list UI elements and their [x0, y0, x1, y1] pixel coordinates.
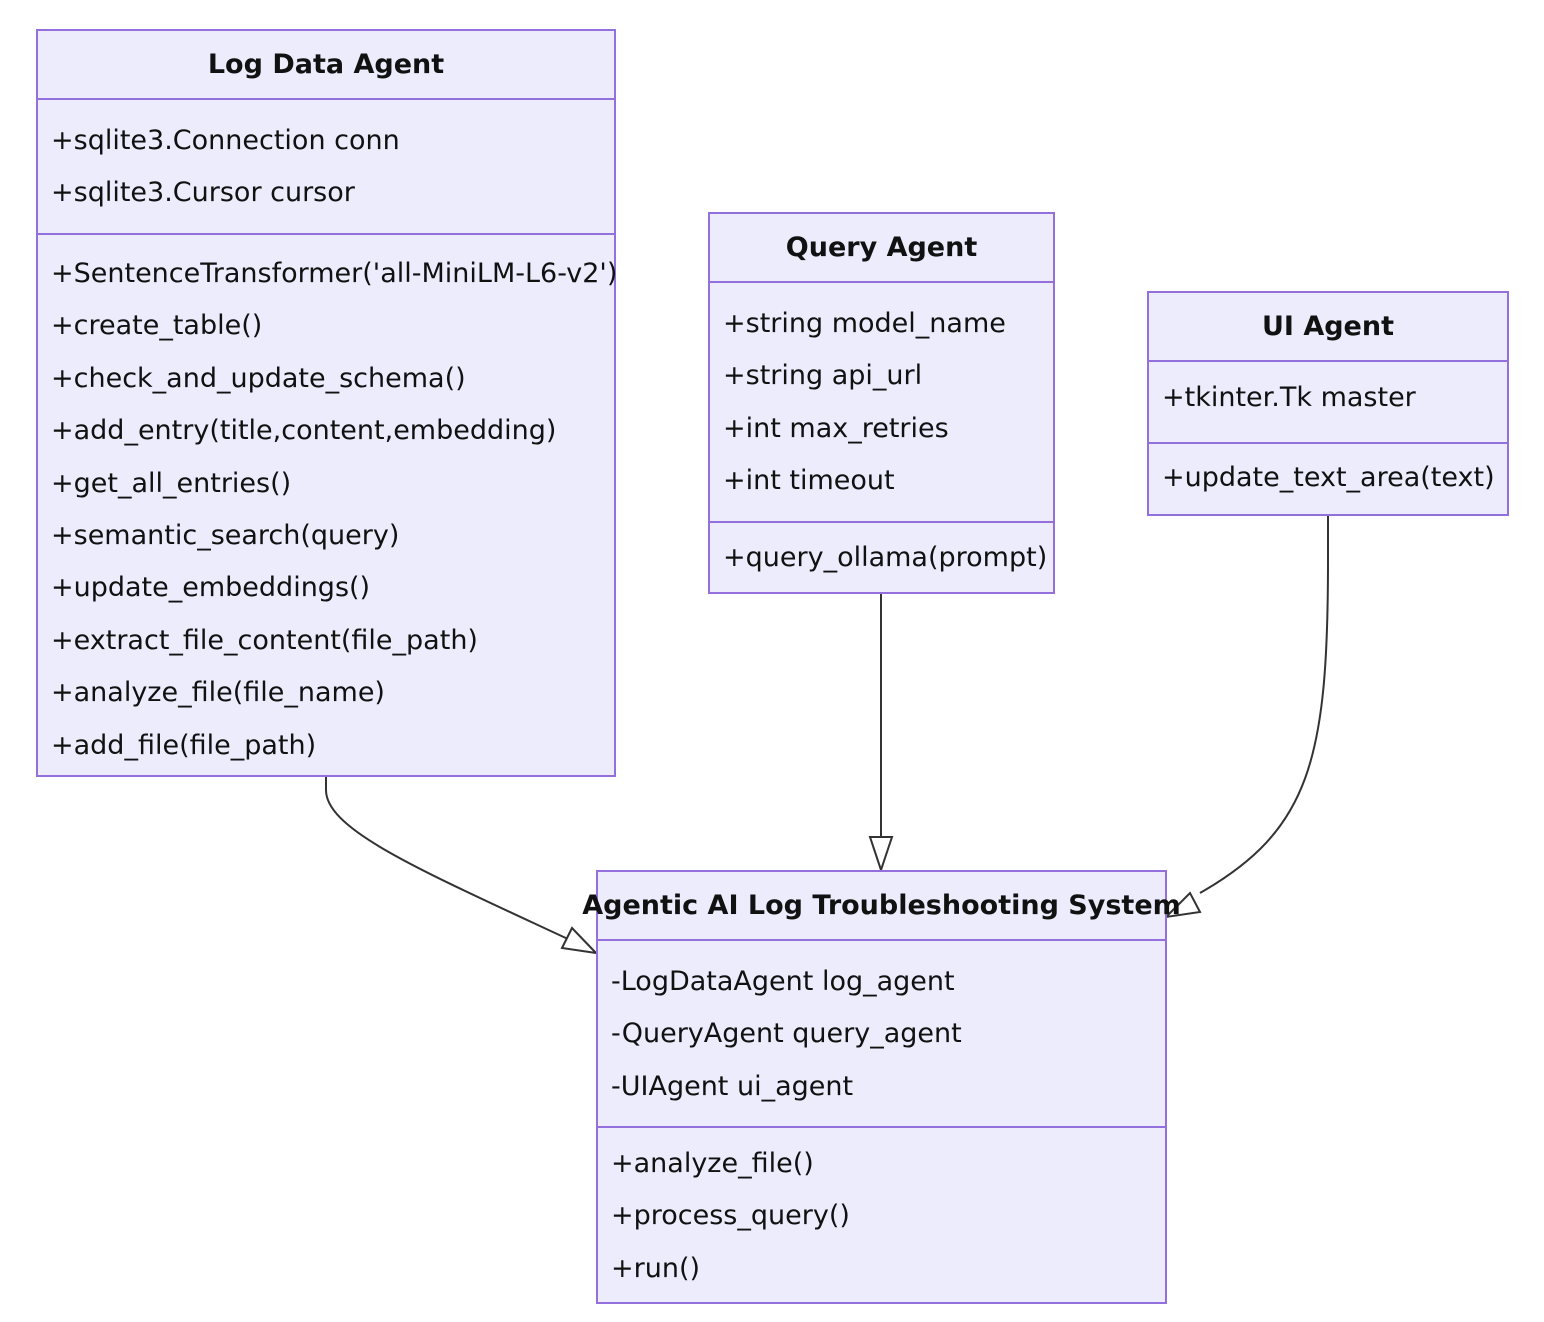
method: +analyze_file()	[611, 1148, 814, 1179]
class-agentic-ai-log-troubleshooting-system[interactable]: Agentic AI Log Troubleshooting System -L…	[582, 870, 1181, 1304]
class-query-agent[interactable]: Query Agent +string model_name +string a…	[708, 212, 1055, 594]
method: +SentenceTransformer('all-MiniLM-L6-v2')	[51, 258, 618, 289]
class-ui-agent[interactable]: UI Agent +tkinter.Tk master +update_text…	[1147, 291, 1509, 516]
method: +add_entry(title,content,embedding)	[51, 415, 557, 447]
method: +extract_file_content(file_path)	[51, 624, 478, 656]
attribute: +int max_retries	[723, 412, 949, 444]
attributes-section: -LogDataAgent log_agent -QueryAgent quer…	[598, 941, 1165, 1128]
inheritance-arrowhead-log-data-agent	[560, 926, 599, 955]
methods-section: +query_ollama(prompt)	[710, 523, 1053, 584]
methods-section: +analyze_file() +process_query() +run()	[598, 1128, 1165, 1295]
attribute: +sqlite3.Connection conn	[51, 125, 400, 156]
method: +semantic_search(query)	[51, 519, 400, 551]
attribute: +string api_url	[723, 360, 923, 392]
method: +update_text_area(text)	[1162, 462, 1495, 493]
method: +process_query()	[611, 1200, 850, 1232]
inheritance-arrowhead-ui-agent	[1163, 891, 1202, 919]
attribute: -UIAgent ui_agent	[611, 1070, 854, 1102]
edge-ui-agent-to-system	[1199, 516, 1329, 894]
inheritance-arrowhead-query-agent	[868, 836, 894, 874]
attributes-section: +sqlite3.Connection conn +sqlite3.Cursor…	[38, 100, 614, 235]
attributes-section: +string model_name +string api_url +int …	[710, 283, 1053, 523]
attribute: +tkinter.Tk master	[1162, 382, 1416, 413]
method: +check_and_update_schema()	[51, 362, 466, 394]
attribute: -LogDataAgent log_agent	[611, 966, 955, 997]
method: +create_table()	[51, 310, 263, 342]
method: +run()	[611, 1252, 701, 1284]
attribute: -QueryAgent query_agent	[611, 1018, 962, 1050]
attribute: +sqlite3.Cursor cursor	[51, 177, 355, 209]
edge-log-data-agent-to-system	[325, 777, 571, 941]
class-title: UI Agent	[1149, 293, 1507, 362]
attribute: +string model_name	[723, 308, 1006, 339]
class-title: Log Data Agent	[38, 31, 614, 100]
method: +add_file(file_path)	[51, 729, 317, 761]
methods-section: +update_text_area(text)	[1149, 444, 1507, 504]
method: +get_all_entries()	[51, 467, 292, 499]
method: +query_ollama(prompt)	[723, 542, 1048, 573]
class-title: Query Agent	[710, 214, 1053, 283]
method: +analyze_file(file_name)	[51, 677, 385, 709]
methods-section: +SentenceTransformer('all-MiniLM-L6-v2')…	[38, 235, 618, 772]
class-title: Agentic AI Log Troubleshooting System	[582, 872, 1181, 941]
attribute: +int timeout	[723, 465, 895, 497]
attributes-section: +tkinter.Tk master	[1149, 362, 1507, 444]
method: +update_embeddings()	[51, 572, 371, 604]
class-log-data-agent[interactable]: Log Data Agent +sqlite3.Connection conn …	[36, 29, 618, 777]
